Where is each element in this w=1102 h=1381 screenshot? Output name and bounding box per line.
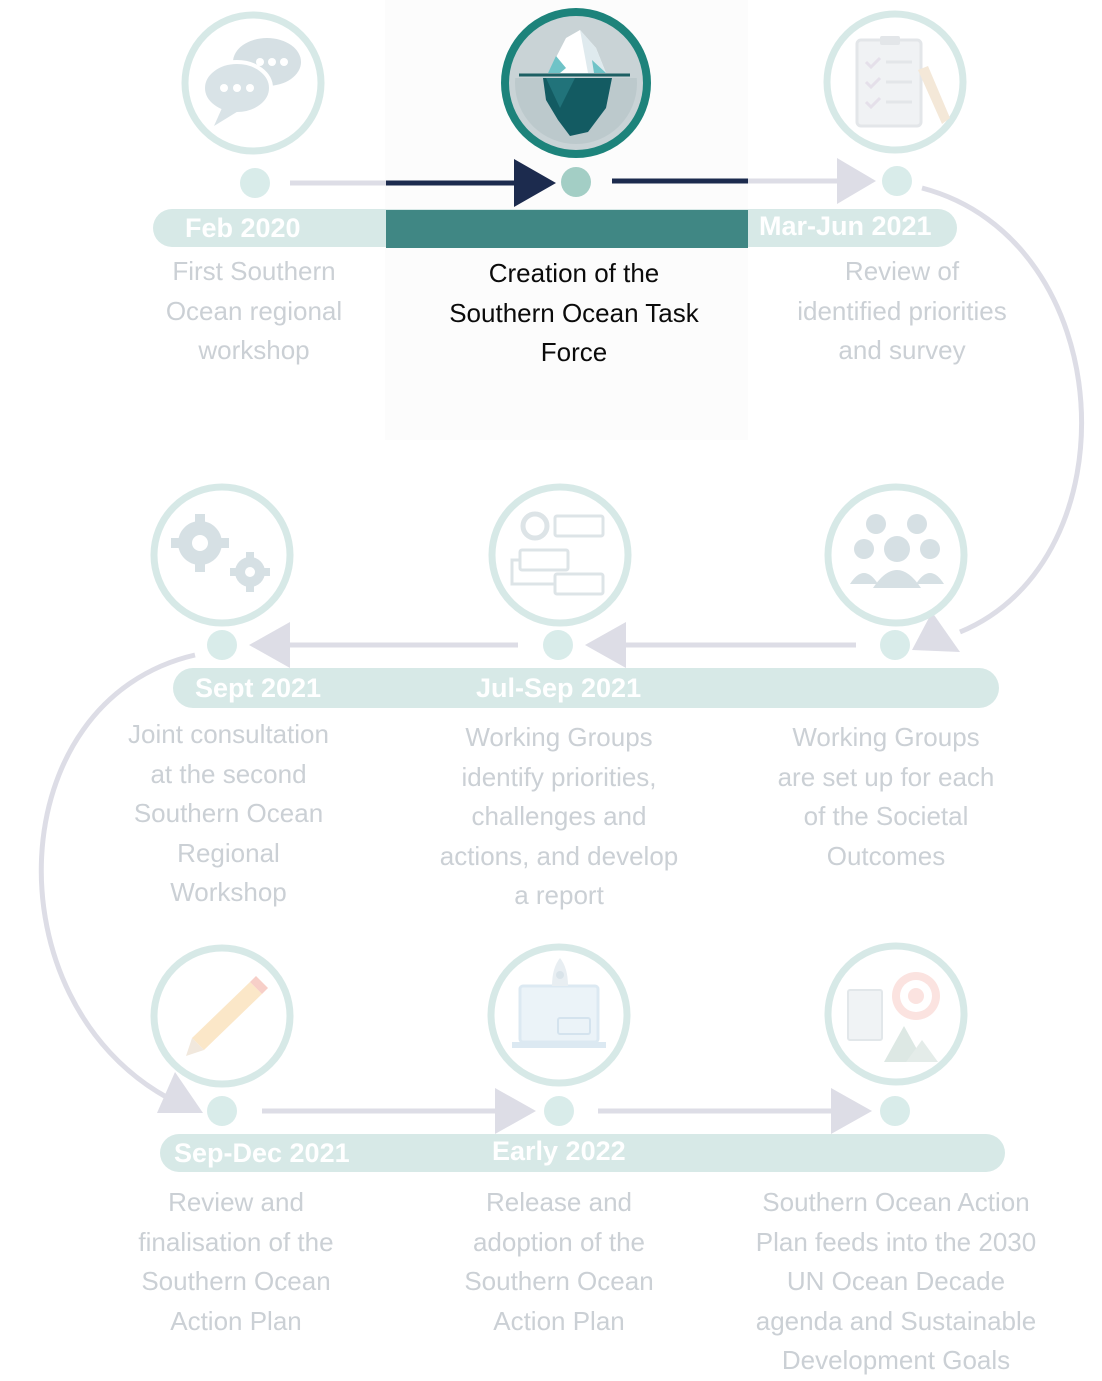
chat-bubbles-icon [181, 11, 325, 155]
step-8-date: Early 2022 [492, 1136, 626, 1166]
step-8-description-line: adoption of the [472, 1226, 646, 1257]
process-flow-icon [488, 483, 632, 627]
step-6-date: Sept 2021 [195, 673, 322, 703]
arrow-row3-b-head [831, 1088, 872, 1134]
step-3-description-line: identified priorities [797, 295, 1007, 326]
step-dot-1 [240, 168, 270, 198]
step-5-description-line: a report [514, 880, 604, 910]
step-dot-9 [880, 1096, 910, 1126]
step-dot-2 [561, 167, 591, 197]
step-3-description: Review of identified priorities and surv… [762, 252, 1042, 371]
step-9-description-line: Southern Ocean Action [762, 1187, 1030, 1217]
step-1-description-line: First Southern [172, 256, 336, 286]
step-7-description-line: Southern Ocean [141, 1266, 331, 1296]
step-dot-4 [880, 630, 910, 660]
arrow-row3-a-head [495, 1088, 536, 1134]
step-5-description-line: identify priorities, [461, 761, 657, 792]
step-9-description-line: agenda and Sustainable [755, 1305, 1037, 1336]
step-4-description: Working Groups are set up for each of th… [746, 718, 1026, 876]
step-5-date: Jul-Sep 2021 [476, 673, 642, 703]
step-3-date: Mar-Jun 2021 [759, 211, 932, 241]
target-goals-icon [824, 942, 968, 1086]
step-3-description-line: and survey [838, 335, 966, 365]
step-7-description: Review and finalisation of the Southern … [100, 1183, 372, 1341]
active-timeline-bar [386, 210, 748, 248]
arrow-row2-a-head [585, 622, 626, 668]
connector-curve-right [921, 185, 1084, 635]
step-4-description-line: are set up for each [777, 761, 995, 792]
group-of-people-icon [824, 483, 968, 627]
step-6-description: Joint consultation at the second Souther… [96, 715, 361, 913]
step-6-description-line: at the second [150, 758, 307, 789]
step-6-description-line: Regional [177, 837, 280, 868]
step-5-description-line: challenges and [471, 801, 647, 831]
step-7-description-line: Review and [168, 1187, 304, 1217]
step-2-description-line: Southern Ocean Task [449, 297, 699, 328]
connector-curve-right-arrowhead [912, 612, 960, 652]
step-dot-7 [207, 1096, 237, 1126]
connector-curve-left-arrowhead [157, 1072, 203, 1113]
step-9-description: Southern Ocean Action Plan feeds into th… [726, 1183, 1066, 1381]
step-6-description-line: Southern Ocean [133, 798, 324, 828]
step-7-description-line: finalisation of the [138, 1226, 334, 1257]
step-3-description-line: Review of [844, 256, 960, 286]
connector-curve-left [38, 652, 196, 1101]
rocket-launch-icon [487, 943, 631, 1087]
step-8-description-line: Southern Ocean [464, 1266, 654, 1296]
step-5-description-line: actions, and develop [439, 840, 679, 871]
step-4-description-line: Working Groups [792, 722, 980, 752]
iceberg-icon [501, 8, 651, 158]
step-1-description-line: workshop [198, 335, 310, 365]
arrow-row1-active-head [514, 159, 556, 207]
step-2-description-line: Creation of the [488, 258, 660, 288]
step-8-description-line: Release and [486, 1187, 632, 1217]
step-dot-8 [544, 1096, 574, 1126]
arrow-row1-faded-head [837, 158, 876, 204]
step-7-date: Sep-Dec 2021 [174, 1138, 350, 1168]
step-9-description-line: Development Goals [781, 1345, 1011, 1375]
step-8-description-line: Action Plan [493, 1305, 625, 1336]
step-2-description-line: Force [540, 337, 608, 367]
pencil-icon [150, 944, 294, 1088]
step-4-description-line: of the Societal [803, 801, 969, 831]
arrow-row2-b-head [249, 622, 290, 668]
step-6-description-line: Workshop [170, 877, 287, 907]
step-9-description-line: UN Ocean Decade [786, 1266, 1006, 1296]
step-dot-3 [882, 166, 912, 196]
step-1-description-line: Ocean regional [165, 295, 343, 326]
timeline-bar-row-3 [160, 1134, 1005, 1172]
step-4-description-line: Outcomes [826, 840, 946, 871]
step-1-date: Feb 2020 [185, 213, 301, 243]
step-6-description-line: Joint consultation [128, 719, 329, 749]
step-9-description-line: Plan feeds into the 2030 [755, 1226, 1037, 1257]
step-dot-5 [543, 630, 573, 660]
gears-icon [150, 483, 294, 627]
step-7-description-line: Action Plan [170, 1305, 302, 1336]
checklist-clipboard-icon [823, 10, 967, 154]
step-8-description: Release and adoption of the Southern Oce… [424, 1183, 694, 1341]
timeline-bar-row-2 [173, 668, 999, 708]
step-dot-6 [207, 630, 237, 660]
step-1-description: First Southern Ocean regional workshop [134, 252, 374, 371]
step-5-description: Working Groups identify priorities, chal… [409, 718, 709, 916]
step-2-description: Creation of the Southern Ocean Task Forc… [414, 254, 734, 373]
step-5-description-line: Working Groups [465, 722, 653, 752]
